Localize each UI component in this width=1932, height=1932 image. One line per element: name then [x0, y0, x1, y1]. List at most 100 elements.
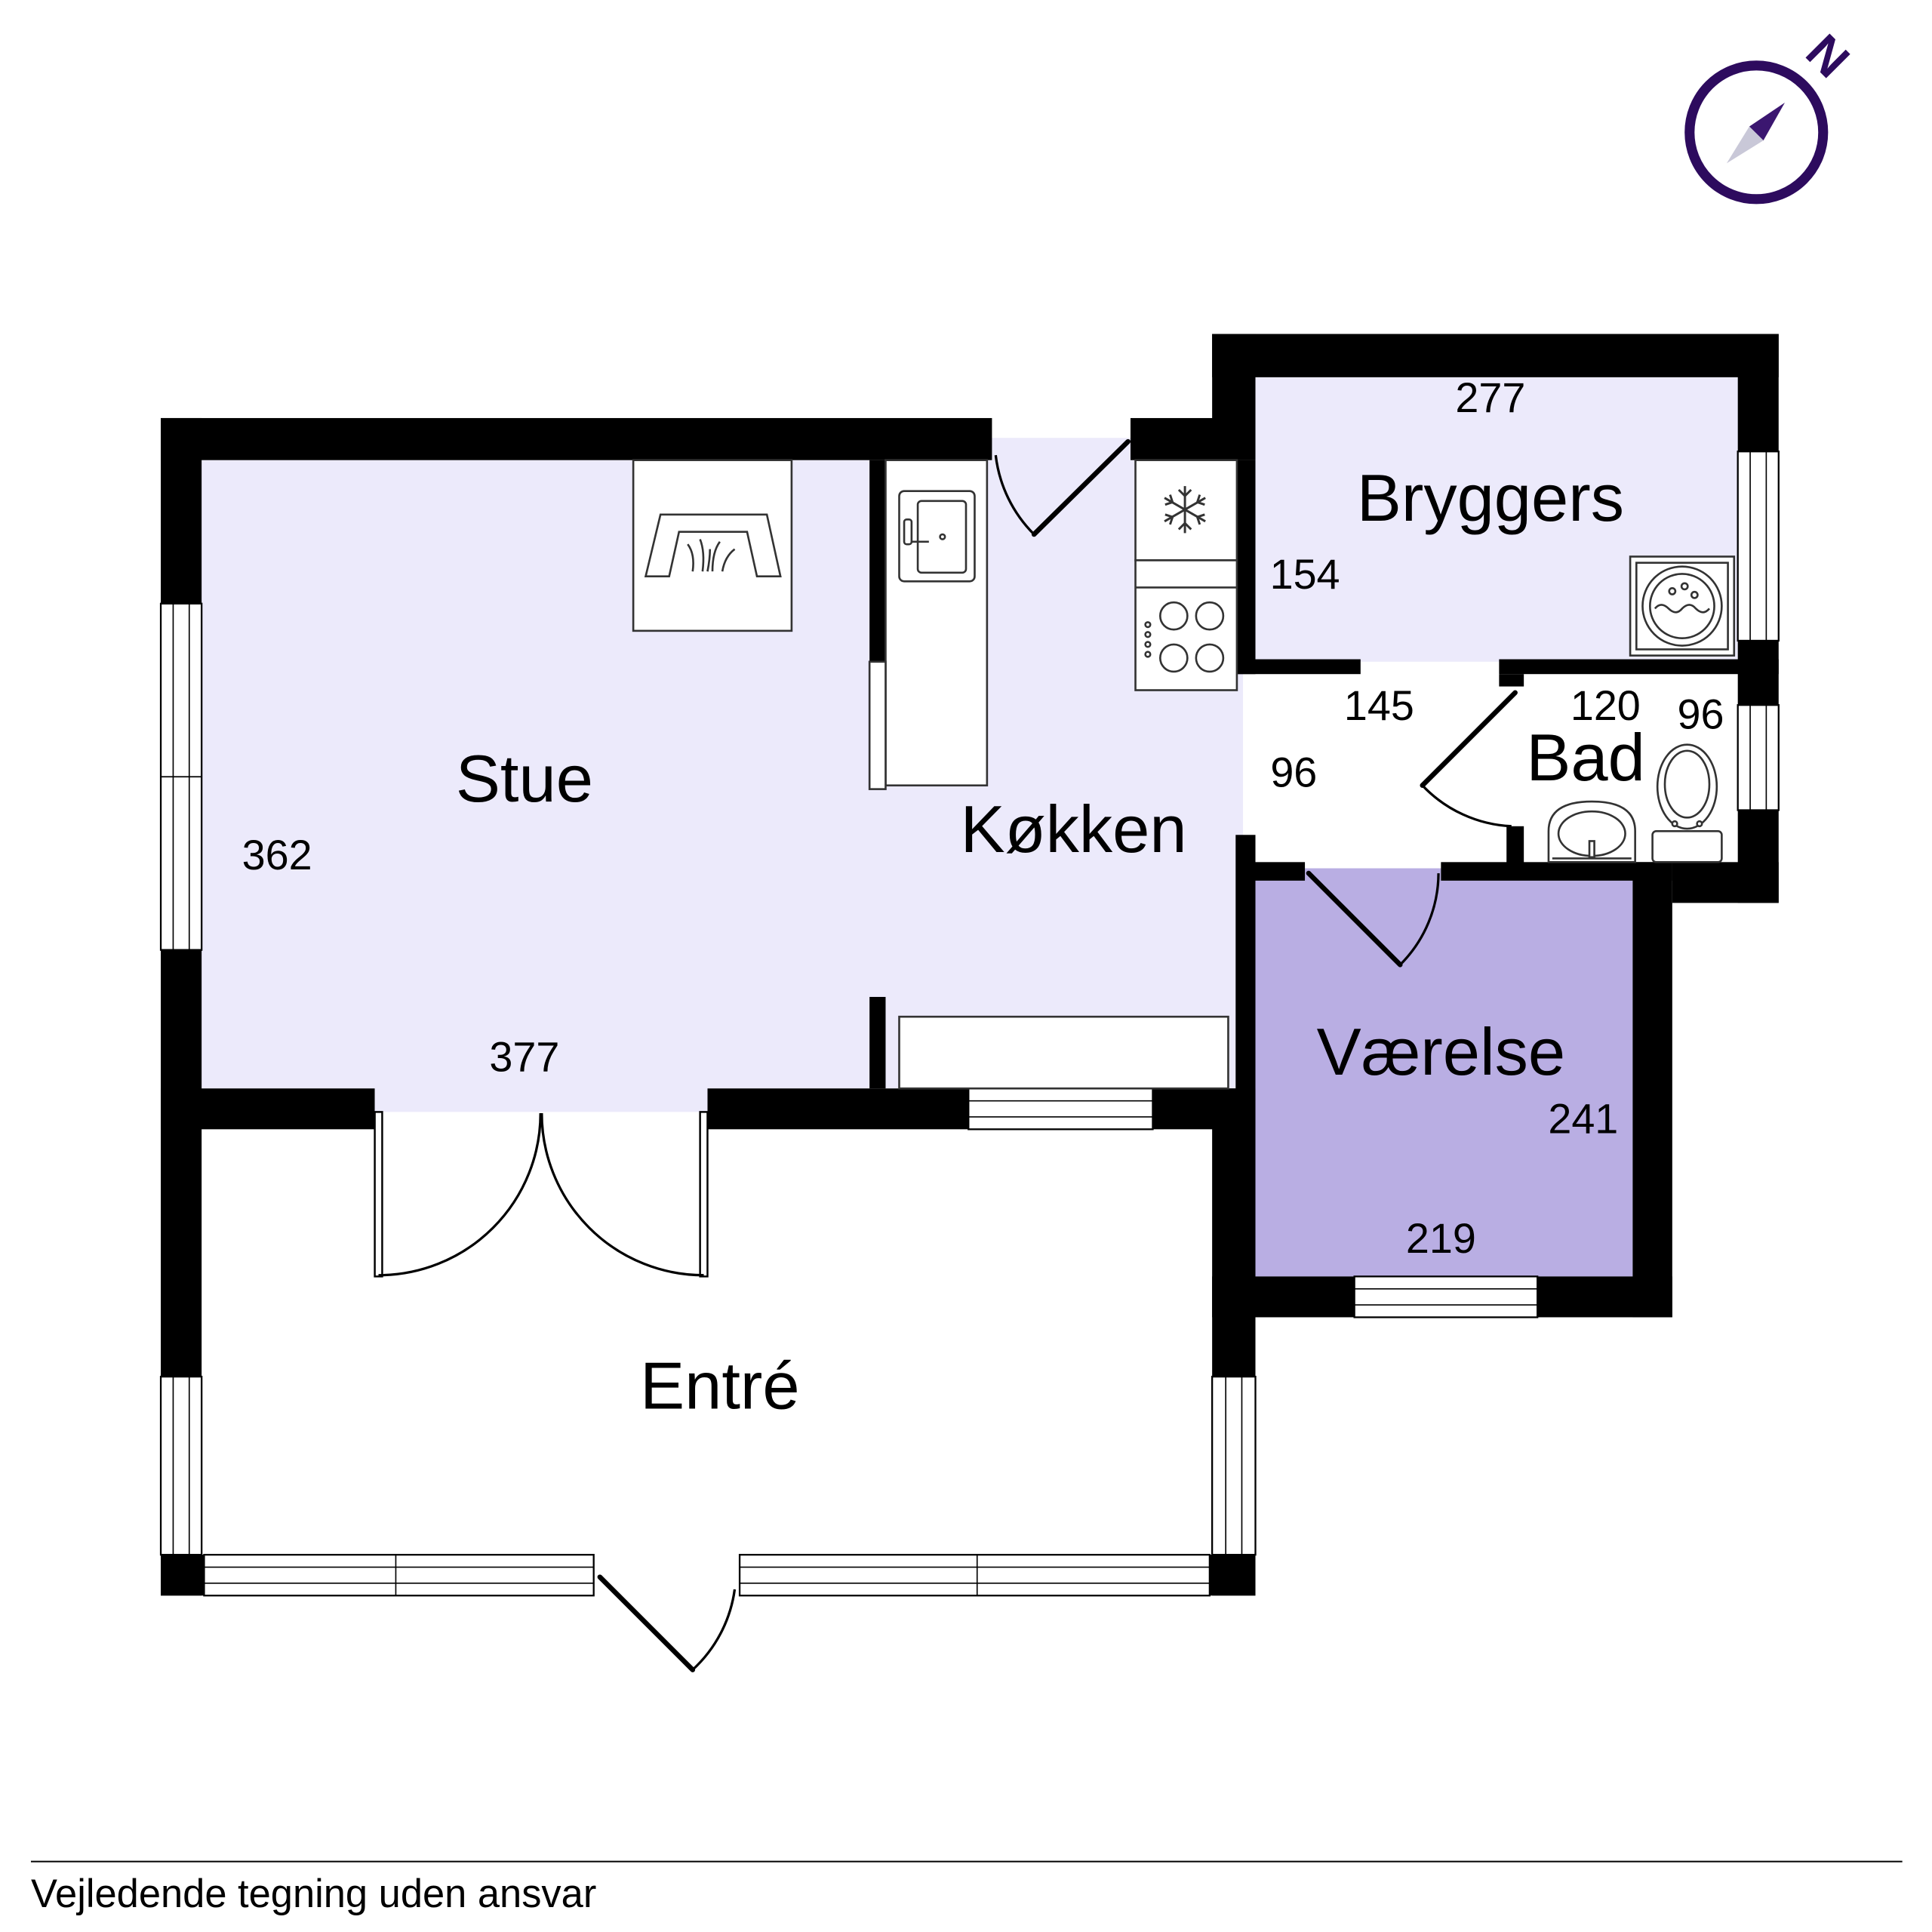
wall-bad-left-top [1499, 674, 1524, 687]
vaerelse-floor [1255, 880, 1633, 1277]
compass-needle-south [1726, 126, 1764, 164]
stue-double-door-opening [374, 1087, 708, 1112]
compass-ring [1684, 60, 1829, 205]
footer-disclaimer: Vejledende tegning uden ansvar [31, 1872, 596, 1916]
footer: Vejledende tegning uden ansvar [31, 1860, 1903, 1916]
washer-bubble [1690, 590, 1699, 599]
kitchen-sink-icon [898, 490, 976, 583]
stove-burner [1159, 643, 1189, 673]
washbasin-tap [1588, 840, 1595, 859]
stove-knob [1144, 631, 1152, 638]
fridge-icon [1134, 459, 1238, 561]
fireplace-icon [632, 459, 793, 632]
window-frame [1211, 1375, 1257, 1556]
room-label-bad: Bad [1526, 720, 1644, 795]
wall-bryggers-bottom-left [1236, 659, 1361, 675]
toilet-seat [1663, 749, 1711, 819]
stove-burner [1159, 601, 1189, 631]
door-swing-arc [691, 1589, 737, 1671]
window-stue-bottom [968, 1088, 1154, 1131]
door-koekken-top [994, 438, 1131, 537]
hall-floor [1243, 674, 1507, 863]
wall-internal-lower [869, 996, 886, 1089]
sink-tap [903, 518, 913, 546]
wall-bryggers-top [1212, 334, 1779, 377]
window-frame [738, 1553, 1211, 1597]
window-frame [159, 1375, 203, 1556]
window-frame [1353, 1275, 1539, 1318]
room-label-bryggers: Bryggers [1357, 460, 1624, 535]
stove-icon [1134, 559, 1238, 691]
wall-bad-left-bottom [1506, 826, 1524, 863]
fireplace-box [632, 459, 793, 632]
washbasin-icon [1547, 800, 1636, 863]
window-entre-left [159, 1375, 203, 1556]
door-swing-arc-right [540, 1113, 704, 1277]
door-vaerelse [1306, 870, 1440, 968]
double-door-stue-entre [374, 1111, 709, 1278]
counter-end-piece [868, 660, 887, 790]
dim-gang-width: 145 [1344, 682, 1414, 729]
door-leaf-right [699, 1111, 709, 1278]
door-leaf [1306, 870, 1403, 968]
wall-vaerelse-right [1632, 862, 1672, 1318]
washer-drum [1649, 573, 1715, 639]
kitchen-counter-bottom [898, 1015, 1229, 1090]
stove-burner [1195, 643, 1225, 673]
fixtures [632, 459, 1736, 1090]
dim-vaerelse-width: 219 [1406, 1215, 1476, 1262]
door-leaf [1031, 438, 1131, 537]
doors [374, 438, 1518, 1672]
washer-bubble [1680, 582, 1689, 591]
wall-koekken-vaerelse [1235, 835, 1256, 1101]
window-frame [968, 1088, 1154, 1131]
door-entre-front [597, 1574, 737, 1672]
compass-north-label: N [1795, 24, 1860, 88]
dim-bad-depth: 96 [1678, 691, 1724, 737]
dim-gang-depth: 96 [1270, 749, 1317, 795]
window-frame [1737, 704, 1780, 811]
door-swing-arc [1421, 784, 1512, 828]
window-entre-bottom-left [203, 1553, 595, 1597]
kitchen-counter [868, 459, 989, 790]
toilet-button [1696, 820, 1703, 828]
washer-bubble [1668, 586, 1677, 595]
door-swing-arc [994, 454, 1035, 536]
dim-bryggers-width: 277 [1455, 374, 1525, 421]
door-swing-arc [1399, 873, 1440, 966]
toilet-button [1671, 820, 1678, 828]
fireplace-outline [644, 513, 782, 578]
wall-bryggers-left-upper [1212, 334, 1256, 460]
compass-icon: N [1684, 24, 1860, 205]
room-label-entre: Entré [640, 1349, 800, 1423]
door-swing-arc-left [378, 1113, 542, 1277]
window-bryggers-right [1737, 451, 1780, 642]
snowflake-branches [1164, 494, 1205, 525]
entre-door-opening [593, 1553, 740, 1597]
dim-bryggers-depth: 154 [1270, 551, 1340, 598]
dim-stue-width: 377 [489, 1033, 559, 1080]
labels: 277 Bryggers 154 145 96 120 96 Bad Stue … [242, 374, 1724, 1423]
room-label-vaerelse: Værelse [1317, 1014, 1566, 1089]
washer-waves [1654, 604, 1711, 614]
window-frame [1737, 451, 1780, 642]
windows [159, 451, 1780, 1597]
door-leaf [1420, 690, 1518, 788]
window-entre-bottom-right [738, 1553, 1211, 1597]
snowflake-icon [1164, 486, 1206, 534]
window-entre-right [1211, 1375, 1257, 1556]
room-label-stue: Stue [456, 741, 593, 816]
snowflake-branches [1164, 494, 1205, 525]
dim-bad-width: 120 [1571, 682, 1641, 729]
snowflake-branches [1177, 488, 1192, 531]
toilet-tank [1651, 830, 1723, 863]
door-bad [1420, 690, 1518, 828]
wall-stue-top [161, 417, 992, 460]
wall-bryggers-left-lower [1236, 460, 1256, 675]
sink-drain [939, 533, 946, 540]
room-label-koekken: Køkken [961, 792, 1187, 866]
wall-stue-bottom-left [161, 1088, 375, 1130]
toilet-icon [1651, 743, 1723, 863]
stove-knob [1144, 651, 1152, 658]
door-leaf [597, 1574, 696, 1672]
